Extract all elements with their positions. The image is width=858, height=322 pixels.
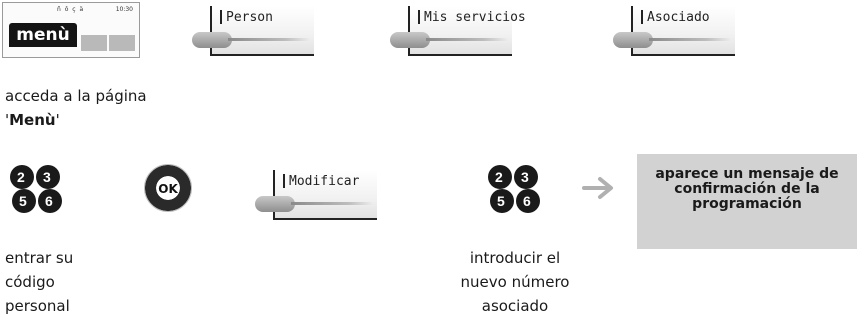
keypad-keys-icon: 2 3 5 6 [488, 165, 540, 213]
caption-menu-page: acceda a la página 'Menù' [5, 87, 147, 129]
svg-text:6: 6 [45, 193, 53, 209]
ok-button[interactable]: OK [144, 164, 192, 212]
confirmation-message: aparece un mensaje de confirmación de la… [655, 166, 839, 212]
softkey-label: Asociado [647, 10, 710, 25]
softkey-frame [273, 170, 377, 220]
menu-softkey[interactable]: menù [9, 23, 77, 47]
softkey-modificar[interactable]: Modificar [255, 170, 377, 220]
ok-label: OK [158, 182, 178, 196]
softkey-label: Person [226, 10, 273, 25]
softkey-pill-icon [613, 32, 653, 48]
confirmation-message-box: aparece un mensaje de confirmación de la… [637, 154, 857, 249]
softkey-pill-icon [390, 32, 430, 48]
softkey-person[interactable]: Person [192, 6, 314, 56]
caption-new-number: introducir el nuevo número asociado [460, 249, 570, 315]
svg-text:2: 2 [17, 169, 25, 185]
svg-text:5: 5 [19, 193, 27, 209]
softkey-label: Modificar [289, 174, 360, 189]
caption-enter-code: entrar su código personal [5, 249, 74, 315]
svg-text:6: 6 [523, 193, 531, 209]
svg-text:2: 2 [495, 169, 503, 185]
softkey-frame [210, 6, 314, 56]
keypad-keys-icon: 2 3 5 6 [10, 165, 62, 213]
phone-screen-thumbnail: ñ ô ç ä 10:30 menù [2, 2, 140, 58]
svg-text:5: 5 [497, 193, 505, 209]
keypad-icon: 2 3 5 6 [484, 163, 546, 215]
softkey-blank-1[interactable] [81, 35, 107, 51]
clock-time: 10:30 [115, 6, 133, 13]
softkey-pill-icon [192, 32, 232, 48]
status-icons: ñ ô ç ä [57, 6, 85, 13]
softkey-label: Mis servicios [424, 10, 526, 25]
softkey-mis-servicios[interactable]: Mis servicios [390, 6, 526, 56]
menu-keyword: Menù [9, 111, 56, 129]
keypad-icon: 2 3 5 6 [6, 163, 68, 215]
svg-text:3: 3 [43, 169, 51, 185]
arrow-right-icon [582, 176, 616, 204]
softkey-pill-icon [255, 196, 295, 212]
svg-text:3: 3 [521, 169, 529, 185]
softkey-asociado[interactable]: Asociado [613, 6, 735, 56]
softkey-frame [408, 6, 512, 56]
softkey-blank-2[interactable] [109, 35, 135, 51]
softkey-frame [631, 6, 735, 56]
